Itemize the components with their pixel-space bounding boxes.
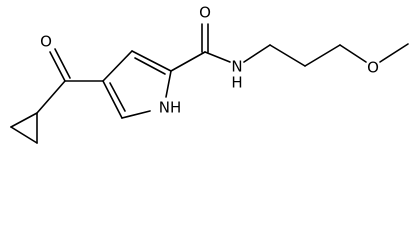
bond-cp2-cp3 xyxy=(10,126,38,144)
bond-cp-carbonyl xyxy=(36,80,66,114)
bond-c5-c4 xyxy=(102,80,123,119)
bond-c2-amide xyxy=(170,51,206,72)
bond-ch2b-ch2c xyxy=(304,44,341,67)
bond-c3-c2-inner xyxy=(134,57,166,75)
bond-n1-c5 xyxy=(121,110,151,119)
bond-c2-n1 xyxy=(165,70,172,98)
bond-ketone-co-2 xyxy=(54,48,71,79)
bond-c4-c3 xyxy=(102,50,133,82)
bond-cp1-cp2 xyxy=(10,112,38,128)
amide-hydrogen-label: H xyxy=(231,74,242,92)
bond-n-ch2a xyxy=(243,44,271,63)
ether-oxygen-label: O xyxy=(367,59,379,77)
ring-nh-label: NH xyxy=(159,99,182,117)
amide-nitrogen-label: N xyxy=(231,58,242,76)
bond-c5-c4-inner xyxy=(109,82,126,112)
ketone-oxygen-label: O xyxy=(40,33,52,51)
bond-ch2a-ch2b xyxy=(269,44,306,67)
bond-c3-c2 xyxy=(131,50,172,72)
bond-o-ch3 xyxy=(379,43,409,63)
bond-amide-n xyxy=(204,51,231,63)
amide-oxygen-label: O xyxy=(199,4,211,22)
molecule-drawing: O O N H NH O xyxy=(10,4,409,144)
bond-ketone-co-1 xyxy=(49,51,66,82)
bond-ch2c-o xyxy=(339,44,367,63)
structure-diagram: O O N H NH O xyxy=(10,4,409,144)
